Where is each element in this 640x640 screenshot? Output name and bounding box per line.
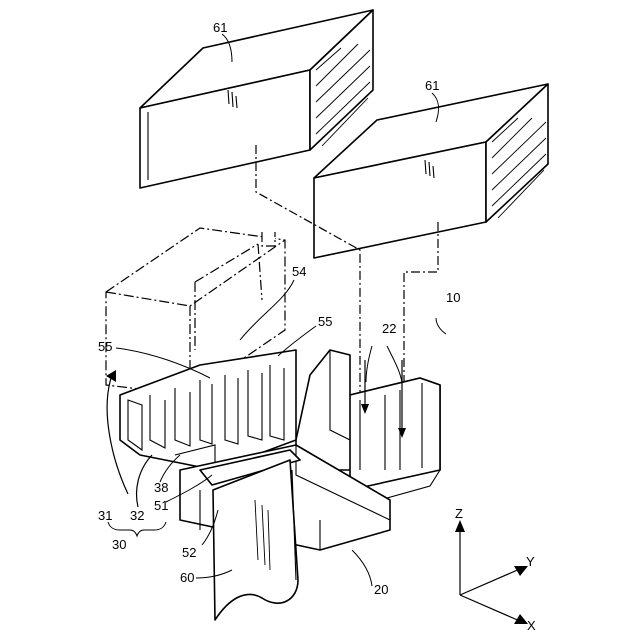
axis-x-label: X (527, 618, 536, 633)
label-51: 51 (154, 498, 168, 513)
label-20: 20 (374, 582, 388, 597)
label-32: 32 (130, 508, 144, 523)
label-60: 60 (180, 570, 194, 585)
label-busbar-left: 61 (213, 20, 227, 35)
coordinate-axes (455, 520, 528, 624)
label-55-left: 55 (98, 339, 112, 354)
label-52: 52 (182, 545, 196, 560)
label-connector-10: 10 (446, 290, 460, 305)
label-busbar-right: 61 (425, 78, 439, 93)
axis-z-label: Z (455, 506, 463, 521)
label-slots-22: 22 (382, 321, 396, 336)
label-55-right: 55 (318, 314, 332, 329)
axis-y-label: Y (526, 554, 535, 569)
label-38: 38 (154, 480, 168, 495)
label-30: 30 (112, 537, 126, 552)
label-31: 31 (98, 508, 112, 523)
label-54: 54 (292, 264, 306, 279)
